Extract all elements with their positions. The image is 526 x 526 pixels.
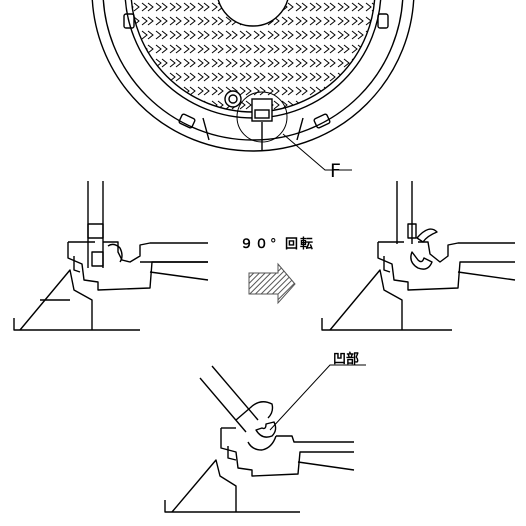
callout-leader-line bbox=[282, 133, 352, 171]
concave-leader-line bbox=[269, 364, 366, 431]
concave-part-label: 凹部 bbox=[333, 352, 360, 367]
manhole-cover-top-view bbox=[91, 0, 415, 152]
section-before-rotation bbox=[13, 181, 209, 331]
section-concave-engaged bbox=[164, 365, 355, 513]
detail-callout-label: F bbox=[330, 160, 341, 182]
hatched-right-arrow-icon bbox=[248, 262, 296, 305]
rotation-note: ９０° 回転 bbox=[240, 237, 316, 252]
section-after-rotation bbox=[321, 181, 516, 331]
